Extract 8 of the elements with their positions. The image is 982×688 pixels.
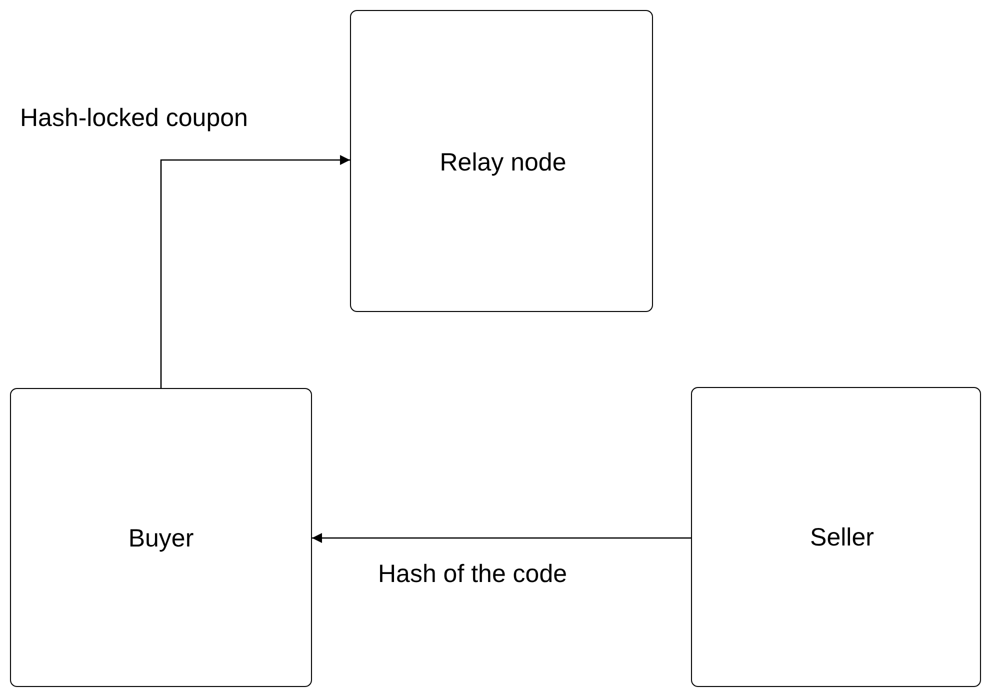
process-box [691, 387, 981, 687]
process-box [350, 10, 653, 312]
process-box [10, 388, 312, 687]
node-label: Seller [810, 524, 874, 552]
arrow [312, 533, 691, 543]
node-label: Buyer [128, 524, 194, 554]
node-label: Relay node [440, 148, 566, 178]
arrow [160, 155, 350, 388]
